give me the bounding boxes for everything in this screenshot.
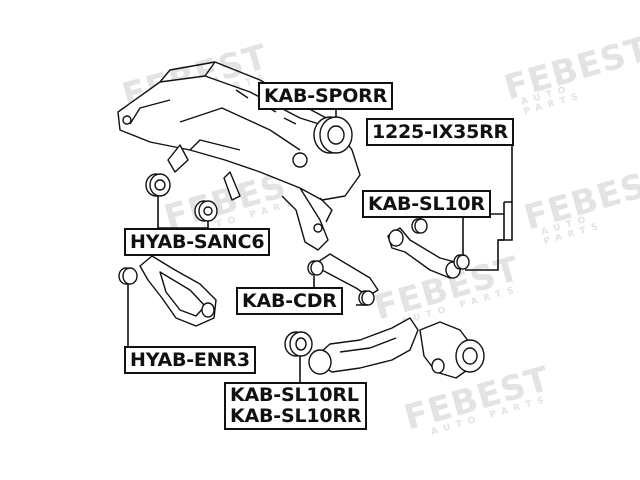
kab-cdr-link	[307, 253, 379, 306]
label-kab-sporr: KAB-SPORR	[258, 82, 394, 110]
kab-sl10r-arm	[387, 218, 470, 279]
hyab-enr3-arm	[118, 255, 217, 327]
kab-sporr-bushing	[313, 116, 353, 154]
label-kab-cdr: KAB-CDR	[236, 287, 343, 315]
label-kab-sl10rl: KAB-SL10RL	[230, 384, 359, 406]
knuckle-hub	[419, 321, 485, 379]
label-kab-sl10r: KAB-SL10R	[362, 190, 491, 218]
label-1225-ix35rr: 1225-IX35RR	[366, 118, 514, 146]
label-hyab-enr3: HYAB-ENR3	[124, 346, 256, 374]
hyab-sanc6-bushing-2	[194, 200, 218, 222]
subframe-drawing	[117, 61, 361, 251]
label-kab-sl10rr: KAB-SL10RR	[230, 405, 362, 427]
hyab-sanc6-bushing-1	[145, 173, 171, 197]
label-kab-sl10rl-rr: KAB-SL10RL KAB-SL10RR	[224, 382, 368, 430]
label-hyab-sanc6: HYAB-SANC6	[124, 228, 271, 256]
trailing-arm	[284, 317, 419, 375]
